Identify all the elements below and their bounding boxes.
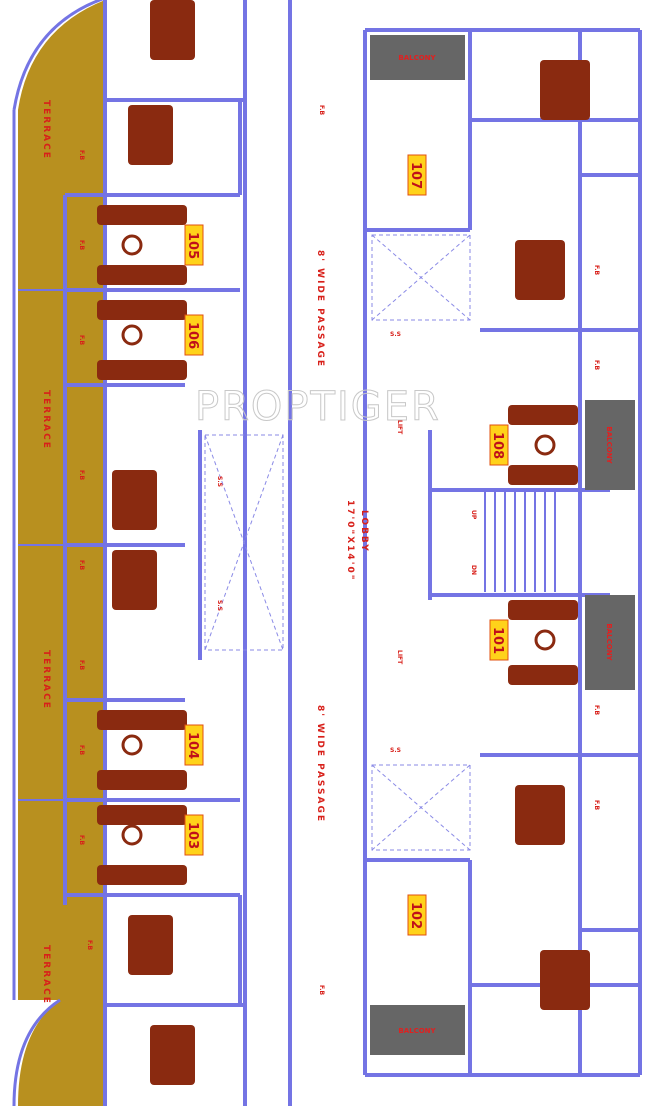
furniture-piece xyxy=(515,240,565,300)
flat-badge-108 xyxy=(489,424,509,466)
lobby-title: LOBBY xyxy=(359,510,369,553)
stairs-down: DN xyxy=(470,565,477,575)
flower-bed-label: F.B xyxy=(78,335,85,345)
furniture-piece xyxy=(112,550,157,610)
furniture-piece xyxy=(97,300,187,320)
furniture-piece xyxy=(97,265,187,285)
flat-number-104: 104 xyxy=(185,732,200,759)
flower-bed-label: F.B xyxy=(78,835,85,845)
flat-badge-104 xyxy=(184,724,204,766)
flat-badge-101 xyxy=(489,619,509,661)
flower-beds: F.B F.B F.B F.B F.B F.B F.B F.B F.B F.B F.B F.B F.B F… xyxy=(78,105,600,995)
ss-label-3: S.S xyxy=(216,476,223,487)
flat-number-108: 108 xyxy=(490,432,505,459)
passage-label-top: 8' WIDE PASSAGE xyxy=(315,250,325,368)
ss-label-2: S.S xyxy=(390,747,401,754)
flat-number-101: 101 xyxy=(490,627,505,654)
flower-bed-label: F.B xyxy=(318,105,325,115)
flower-bed-label: F.B xyxy=(593,705,600,715)
flat-badge-102 xyxy=(407,894,427,936)
furniture-piece xyxy=(508,465,578,485)
flower-bed-label: F.B xyxy=(593,800,600,810)
ss-label-4: S.S xyxy=(216,600,223,611)
flat-numbers: 105 106 104 103 107 108 101 102 xyxy=(184,154,509,936)
flat-badge-106 xyxy=(184,314,204,356)
furniture-piece xyxy=(128,915,173,975)
furniture-piece xyxy=(97,805,187,825)
terrace-label-2: TERRACE xyxy=(41,390,51,450)
flower-bed-label: F.B xyxy=(593,265,600,275)
flat-number-105: 105 xyxy=(185,232,200,259)
staircase[interactable] xyxy=(484,492,556,592)
flat-badge-103 xyxy=(184,814,204,856)
furniture-piece xyxy=(97,205,187,225)
furniture-piece xyxy=(97,865,187,885)
center-table xyxy=(121,234,143,256)
center-table xyxy=(534,629,556,651)
furniture-piece xyxy=(150,0,195,60)
center-table xyxy=(121,824,143,846)
lift-label-bottom: LIFT xyxy=(396,650,403,665)
balcony-label-top: BALCONY xyxy=(398,54,436,62)
balcony-label-bottom: BALCONY xyxy=(398,1027,436,1035)
terrace xyxy=(12,0,105,1106)
furniture-piece xyxy=(508,405,578,425)
balcony-label-108: BALCONY xyxy=(605,426,613,464)
flower-bed-label: F.B xyxy=(78,660,85,670)
lift-shafts xyxy=(204,234,471,851)
flower-bed-label: F.B xyxy=(593,360,600,370)
furniture-piece xyxy=(97,360,187,380)
flat-number-103: 103 xyxy=(185,822,200,849)
furniture-piece xyxy=(508,665,578,685)
flower-bed-label: F.B xyxy=(78,560,85,570)
flat-number-106: 106 xyxy=(185,322,200,349)
flower-bed-label: F.B xyxy=(78,240,85,250)
flower-bed-label: F.B xyxy=(318,985,325,995)
watermark: PROPTIGER xyxy=(195,384,441,430)
furniture-piece xyxy=(540,60,590,120)
furniture-piece xyxy=(97,710,187,730)
furniture-piece xyxy=(508,600,578,620)
flat-number-107: 107 xyxy=(408,162,423,189)
terrace-label-3: TERRACE xyxy=(41,650,51,710)
ss-label-1: S.S xyxy=(390,331,401,338)
passage-label-bottom: 8' WIDE PASSAGE xyxy=(315,705,325,823)
flat-badge-105 xyxy=(184,224,204,266)
center-table xyxy=(121,324,143,346)
lobby-size: 17'0"X14'0" xyxy=(345,500,355,581)
furniture-piece xyxy=(112,470,157,530)
furniture-piece xyxy=(128,105,173,165)
balconies xyxy=(370,35,635,1055)
flat-number-102: 102 xyxy=(408,902,423,929)
furniture-piece xyxy=(150,1025,195,1085)
flower-bed-label: F.B xyxy=(86,940,93,950)
center-table xyxy=(121,734,143,756)
furniture-piece xyxy=(97,770,187,790)
flower-bed-label: F.B xyxy=(78,150,85,160)
walls xyxy=(63,0,642,1106)
furniture-piece xyxy=(515,785,565,845)
stairs-up: UP xyxy=(470,510,477,520)
lift-label-top: LIFT xyxy=(396,420,403,435)
center-table xyxy=(534,434,556,456)
balcony-label-101: BALCONY xyxy=(605,623,613,661)
flat-badge-107 xyxy=(407,154,427,196)
terrace-label-4: TERRACE xyxy=(41,945,51,1005)
furniture xyxy=(97,0,590,1085)
flower-bed-label: F.B xyxy=(78,745,85,755)
furniture-piece xyxy=(540,950,590,1010)
flower-bed-label: F.B xyxy=(78,470,85,480)
terrace-label-1: TERRACE xyxy=(41,100,51,160)
